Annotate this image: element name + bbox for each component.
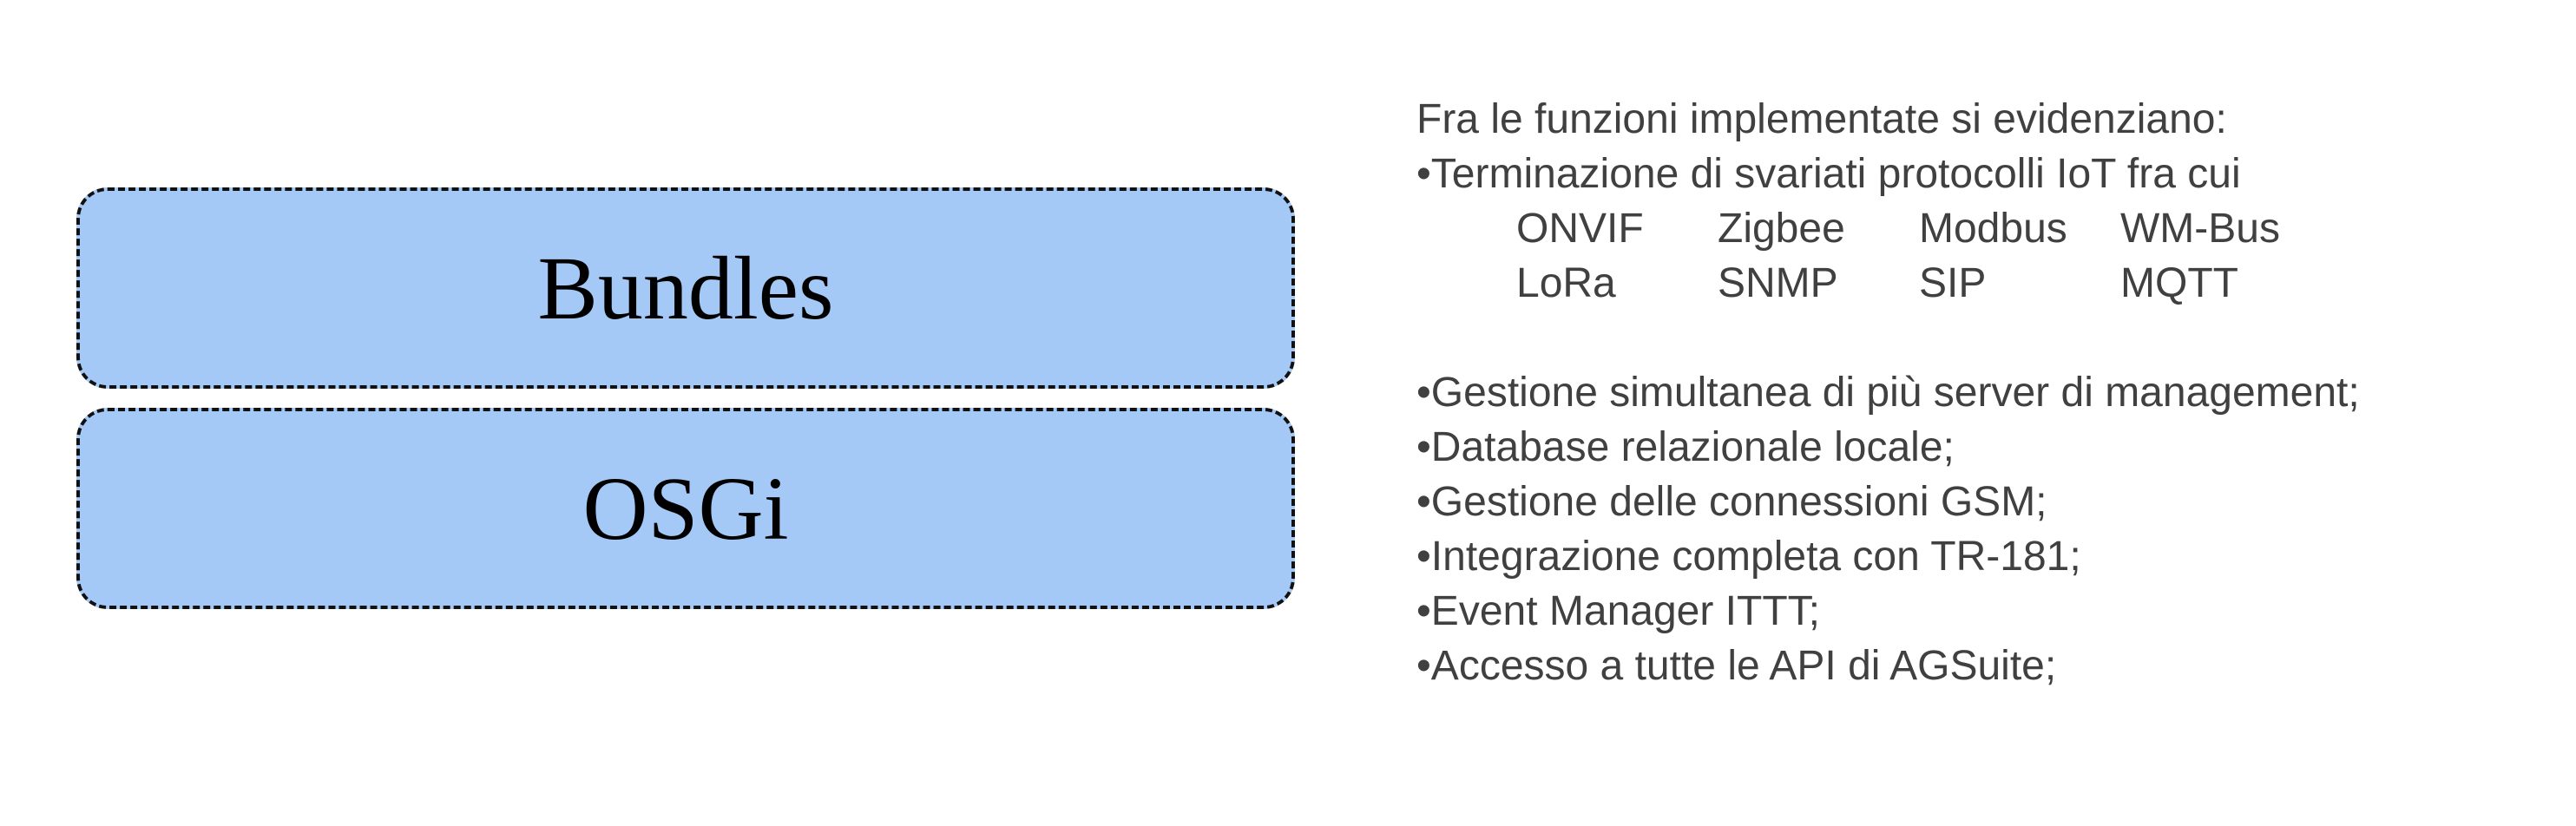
protocols-grid: ONVIF Zigbee Modbus WM-Bus LoRa SNMP SIP… — [1416, 201, 2360, 311]
protocol-item: LoRa — [1516, 260, 1616, 306]
protocols-heading: •Terminazione di svariati protocolli IoT… — [1416, 151, 2241, 197]
protocol-item: WM-Bus — [2120, 206, 2280, 252]
bundles-layer-label: Bundles — [537, 238, 834, 338]
protocol-item: MQTT — [2120, 260, 2238, 306]
osgi-layer-label: OSGi — [582, 458, 789, 559]
blank-line — [1416, 311, 2360, 365]
protocol-item: Modbus — [1919, 206, 2067, 252]
feature-item: •Database relazionale locale; — [1416, 424, 1955, 470]
features-text-panel: Fra le funzioni implementate si evidenzi… — [1416, 92, 2360, 693]
protocol-item: SNMP — [1718, 260, 1838, 306]
bundles-layer-box: Bundles — [76, 187, 1295, 389]
feature-item: •Integrazione completa con TR-181; — [1416, 534, 2081, 580]
feature-item: •Accesso a tutte le API di AGSuite; — [1416, 643, 2057, 689]
intro-text: Fra le funzioni implementate si evidenzi… — [1416, 96, 2227, 142]
feature-item: •Gestione delle connessioni GSM; — [1416, 479, 2047, 525]
feature-item: •Gestione simultanea di più server di ma… — [1416, 370, 2360, 416]
protocol-item: Zigbee — [1718, 206, 1845, 252]
osgi-layer-box: OSGi — [76, 408, 1295, 609]
feature-item: •Event Manager ITTT; — [1416, 588, 1820, 634]
protocol-item: ONVIF — [1516, 206, 1644, 252]
protocol-item: SIP — [1919, 260, 1987, 306]
